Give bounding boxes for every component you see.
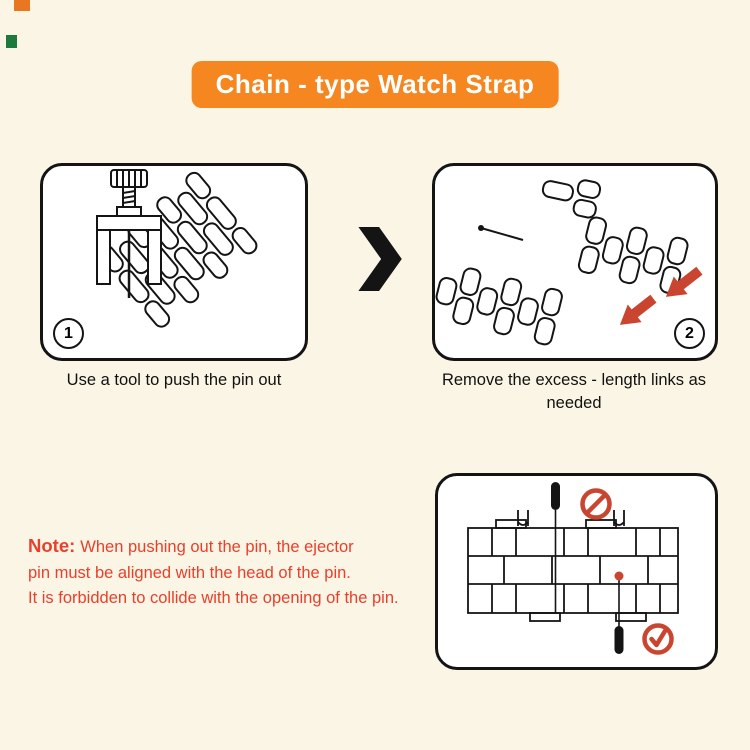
step2-caption: Remove the excess - length links as need… — [441, 371, 707, 413]
prohibited-icon — [580, 488, 612, 520]
step1-panel: 1 — [40, 163, 308, 361]
corner-artifact-green — [6, 35, 17, 48]
step2-number-badge: 2 — [674, 318, 705, 349]
ejector-pin-bottom — [614, 571, 624, 654]
fork-pin-left — [517, 510, 529, 526]
arrow-right-icon — [352, 227, 402, 291]
note-line2: pin must be aligned with the head of the… — [28, 563, 351, 582]
step2-panel: 2 — [432, 163, 718, 361]
step1-number-badge: 1 — [53, 318, 84, 349]
corner-artifact-orange — [14, 0, 30, 11]
pin-tool-illustration — [96, 169, 258, 328]
page-title: Chain - type Watch Strap — [191, 61, 559, 108]
removed-link-piece — [541, 179, 602, 219]
note-text: Note:When pushing out the pin, the eject… — [28, 532, 452, 612]
fork-pin-right — [613, 510, 625, 526]
loose-pin — [478, 225, 524, 241]
push-direction-arrows — [619, 266, 703, 325]
step1-caption: Use a tool to push the pin out — [66, 371, 282, 389]
ejector-pin-top — [551, 482, 560, 613]
watch-strap-links — [98, 171, 258, 328]
strap-cross-section — [467, 510, 679, 622]
note-label: Note: — [28, 535, 76, 556]
pin-alignment-panel — [435, 473, 718, 670]
strap-segment-right — [577, 216, 689, 295]
link-remover-tool — [96, 169, 162, 298]
pin-alignment-illustration — [467, 482, 679, 655]
note-line1: When pushing out the pin, the ejector — [80, 538, 354, 556]
strap-segment-left — [435, 267, 563, 346]
check-icon — [642, 623, 674, 655]
note-line3: It is forbidden to collide with the open… — [28, 589, 399, 608]
separated-links-illustration — [435, 179, 703, 346]
